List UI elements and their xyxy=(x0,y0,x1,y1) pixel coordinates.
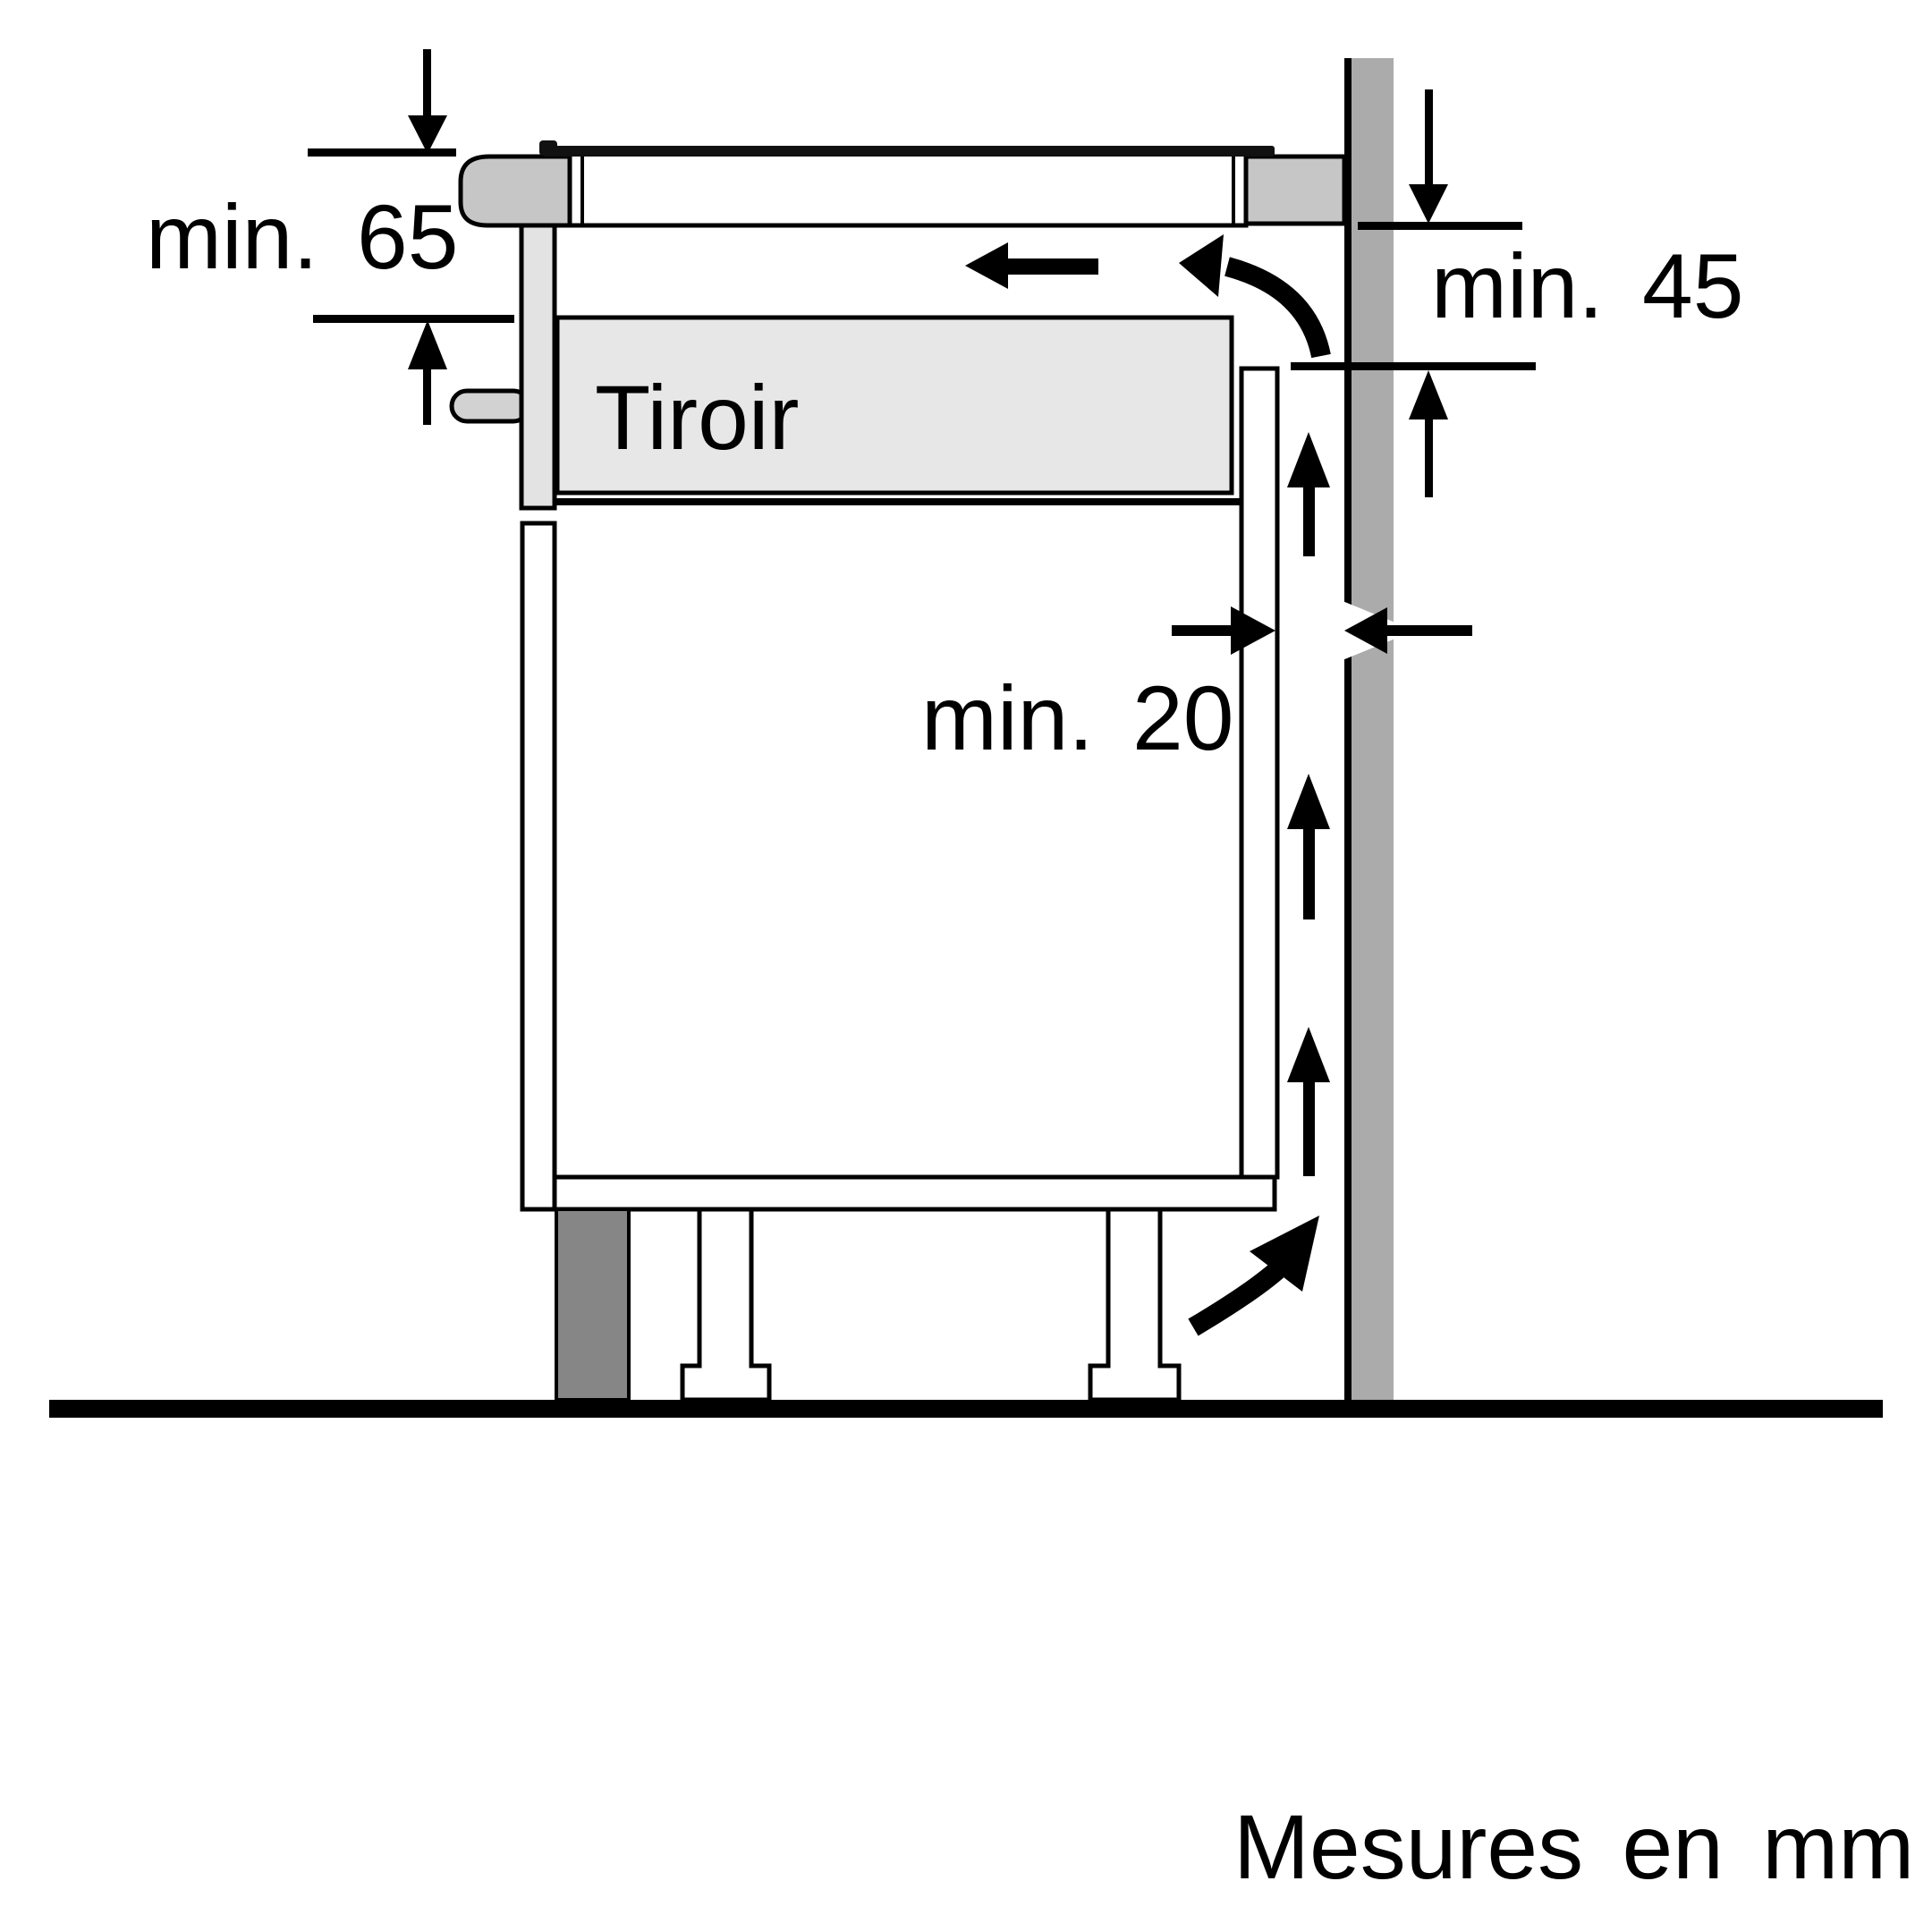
dimension-min-65 xyxy=(308,49,514,425)
dim-label-20: min. 20 xyxy=(921,667,1234,769)
dimension-min-45 xyxy=(1291,89,1536,497)
airflow-up-arrow-1 xyxy=(1287,432,1330,556)
dim-label-45: min. 45 xyxy=(1431,235,1744,337)
dim-arrow-down-icon xyxy=(1409,89,1448,224)
dim-line-top xyxy=(308,148,456,157)
airflow-up-arrow-2 xyxy=(1287,774,1330,919)
dim-arrow-down-icon xyxy=(408,49,447,154)
dim-line-bottom xyxy=(313,315,514,323)
dim-arrow-up-icon xyxy=(408,320,447,425)
cabinet-leg-rear xyxy=(1088,1207,1182,1402)
plinth-panel xyxy=(555,1208,631,1402)
hob-body-tub xyxy=(567,151,1249,228)
dim-line-bottom xyxy=(1291,362,1536,370)
drawer-label: Tiroir xyxy=(595,367,800,469)
wall xyxy=(1352,58,1394,1400)
drawer-handle xyxy=(449,388,531,424)
dim-label-65: min. 65 xyxy=(146,186,459,288)
airflow-curved-arrow-top xyxy=(1179,234,1331,359)
airflow-left-arrow xyxy=(965,242,1098,289)
worktop-front-section xyxy=(458,154,572,228)
drawer-box xyxy=(555,315,1234,496)
units-note: Mesures en mm xyxy=(1233,1796,1914,1898)
floor-line xyxy=(49,1400,1883,1418)
cabinet-door-panel xyxy=(520,521,557,1212)
hob-glass-top xyxy=(539,140,1275,157)
cabinet-back-panel xyxy=(1239,366,1280,1180)
cabinet-leg-front xyxy=(680,1207,772,1402)
dim-line-top xyxy=(1358,222,1522,230)
cabinet-rail-line xyxy=(555,498,1241,505)
airflow-curved-arrow-bottom xyxy=(1188,1216,1319,1336)
airflow-up-arrow-3 xyxy=(1287,1027,1330,1176)
dim-arrow-left-icon xyxy=(1343,601,1472,660)
cabinet-bottom-shelf xyxy=(552,1174,1277,1212)
dim-arrow-up-icon xyxy=(1409,370,1448,497)
drawer-front-panel xyxy=(519,223,557,511)
wall-surface-line xyxy=(1344,58,1352,1400)
dim-arrow-right-icon xyxy=(1172,606,1275,655)
worktop-rear-section xyxy=(1242,154,1347,226)
